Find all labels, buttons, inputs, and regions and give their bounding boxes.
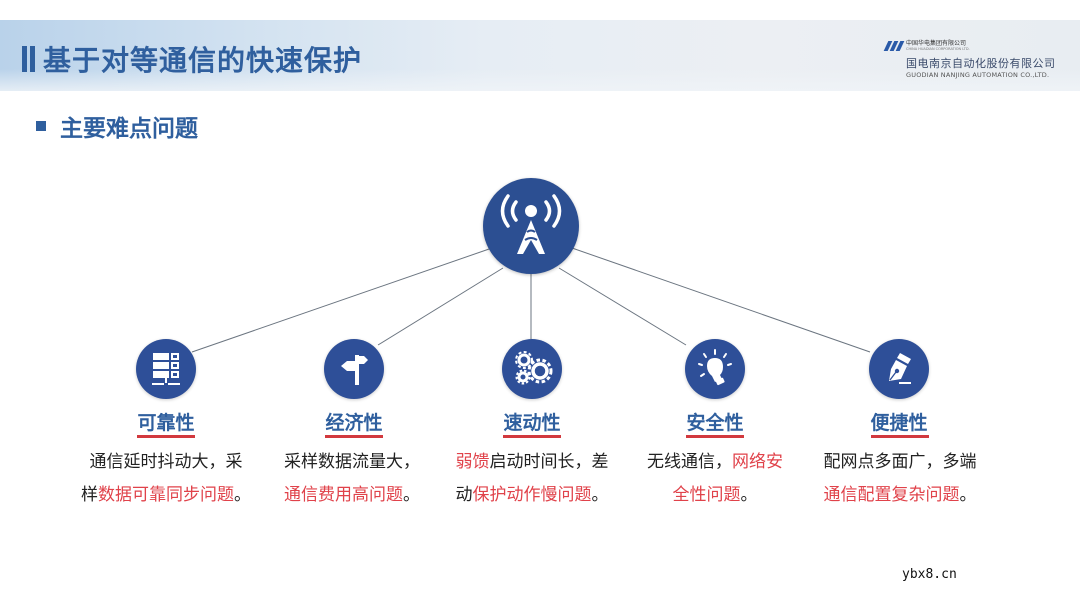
title-bars-icon <box>22 46 35 72</box>
signal-tower-icon <box>500 194 562 254</box>
server-icon <box>152 353 180 385</box>
pen-nib-icon <box>889 353 911 384</box>
speed-description: 弱馈启动时间长，差 动保护动作慢问题。 <box>432 446 632 512</box>
speed-underline <box>503 435 561 438</box>
logo-group-cn: 中国华电集团有限公司 <box>906 40 967 47</box>
banner-haze <box>0 69 1080 91</box>
page-title: 基于对等通信的快速保护 <box>22 39 362 79</box>
lightbulb-icon <box>698 349 732 386</box>
desc-line-1: 弱馈启动时间长，差 <box>455 452 609 472</box>
desc-line-1: 通信延时抖动大，采 <box>89 452 243 472</box>
convenience-description: 配网点多面广，多端 通信配置复杂问题。 <box>800 446 1000 512</box>
desc-line-1: 无线通信，网络安 <box>647 452 783 472</box>
security-underline <box>686 435 744 438</box>
reliability-label: 可靠性 <box>137 412 195 434</box>
desc-line-2: 样数据可靠同步问题。 <box>81 485 251 505</box>
gears-icon <box>515 351 553 385</box>
logo-company-en: GUODIAN NANJING AUTOMATION CO.,LTD. <box>906 71 1050 79</box>
logo-group-en: CHINA HUADIAN CORPORATION LTD. <box>906 47 970 51</box>
signpost-icon <box>341 355 368 385</box>
bullet-square-icon <box>36 121 46 131</box>
speed-icon-circle <box>502 339 562 399</box>
desc-line-1: 采样数据流量大， <box>284 452 420 472</box>
convenience-label: 便捷性 <box>870 412 928 434</box>
security-icon-circle <box>685 339 745 399</box>
company-logo: 中国华电集团有限公司 CHINA HUADIAN CORPORATION LTD… <box>883 40 1066 79</box>
economy-underline <box>325 435 383 438</box>
hub-circle <box>483 178 579 274</box>
security-description: 无线通信，网络安 全性问题。 <box>615 446 815 512</box>
convenience-underline <box>871 435 929 438</box>
reliability-description: 通信延时抖动大，采 样数据可靠同步问题。 <box>66 446 266 512</box>
desc-line-1: 配网点多面广，多端 <box>823 452 977 472</box>
desc-line-2: 通信费用高问题。 <box>284 485 420 505</box>
convenience-icon-circle <box>869 339 929 399</box>
desc-line-2: 动保护动作慢问题。 <box>455 485 609 505</box>
economy-label: 经济性 <box>325 412 383 434</box>
reliability-icon-circle <box>136 339 196 399</box>
economy-description: 采样数据流量大， 通信费用高问题。 <box>252 446 452 512</box>
desc-line-2: 全性问题。 <box>672 485 758 505</box>
section-heading-text: 主要难点问题 <box>60 116 198 142</box>
economy-icon-circle <box>324 339 384 399</box>
logo-company-cn: 国电南京自动化股份有限公司 <box>906 57 1056 70</box>
speed-label: 速动性 <box>503 412 561 434</box>
desc-line-2: 通信配置复杂问题。 <box>823 485 977 505</box>
watermark: ybx8.cn <box>902 567 957 582</box>
reliability-underline <box>137 435 195 438</box>
section-heading: 主要难点问题 <box>36 109 198 143</box>
page-title-text: 基于对等通信的快速保护 <box>43 44 363 77</box>
header-banner <box>0 20 1080 91</box>
security-label: 安全性 <box>686 412 744 434</box>
